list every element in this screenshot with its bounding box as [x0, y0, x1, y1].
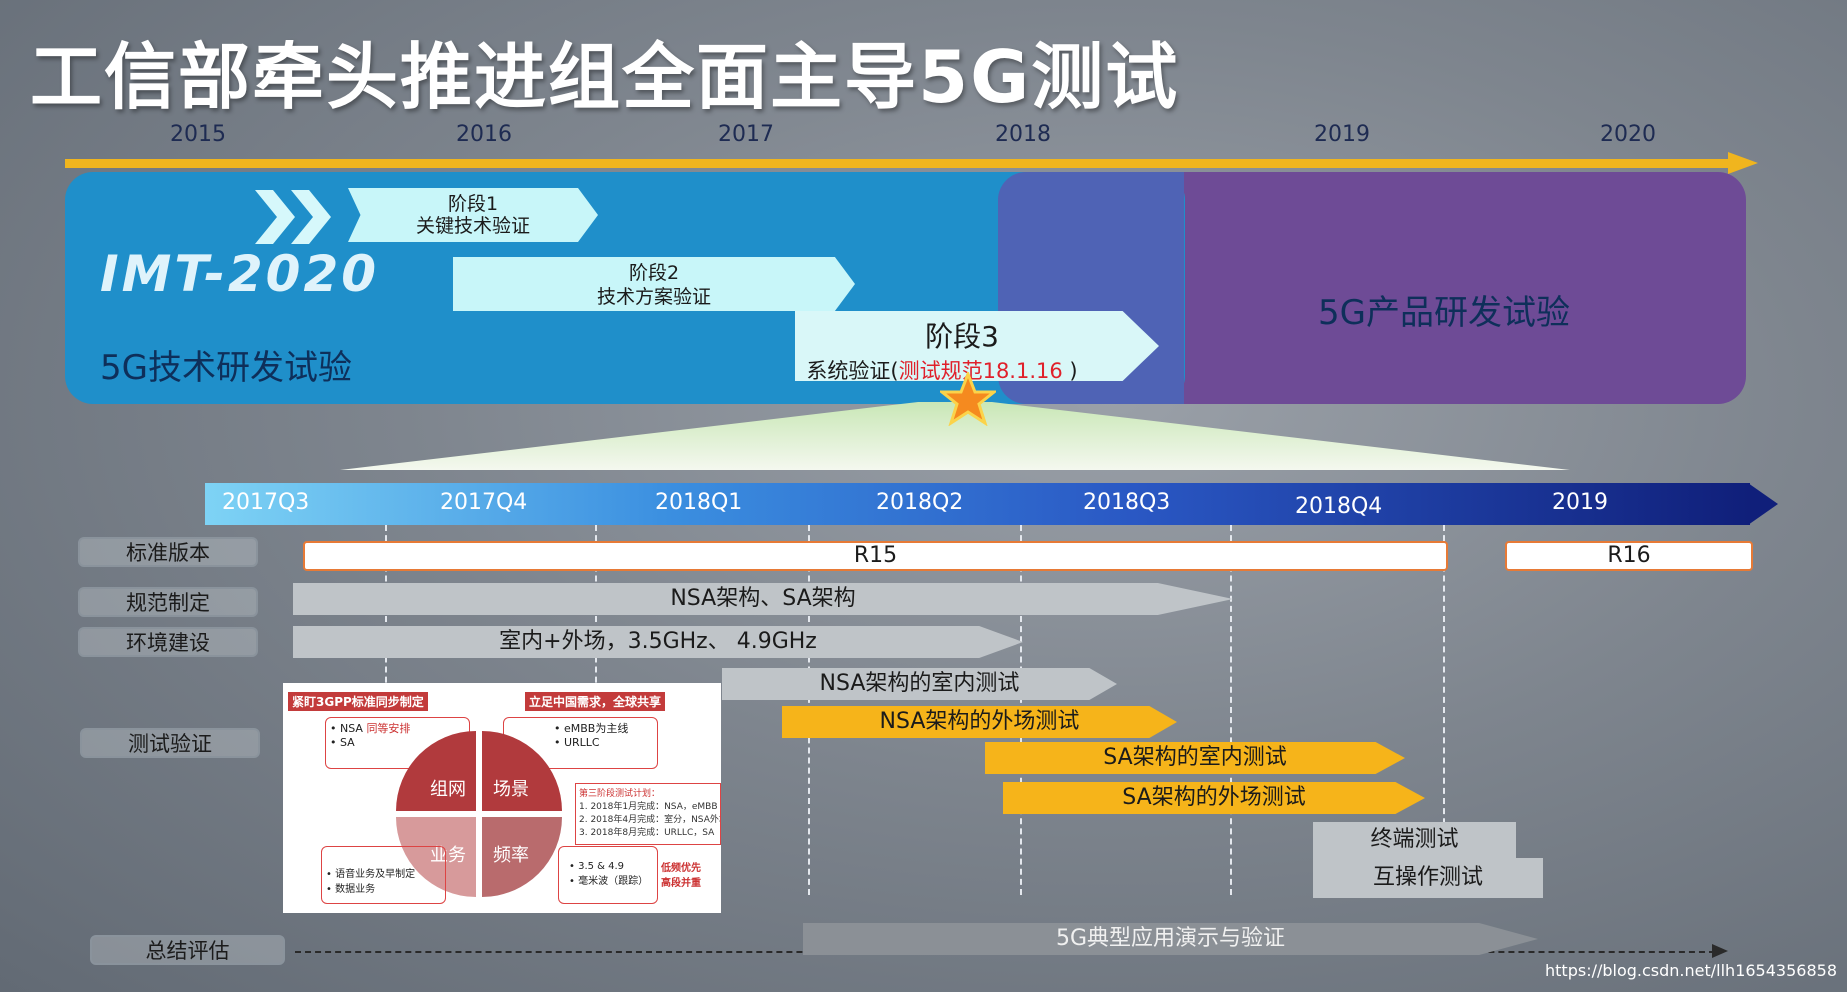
- inset-urllc: • URLLC: [554, 736, 600, 749]
- year-label: 2020: [1600, 122, 1656, 147]
- imt2020-logo: IMT-2020: [100, 245, 380, 303]
- row-label-standard: 标准版本: [78, 537, 258, 567]
- nsa-indoor-bar: NSA架构的室内测试: [722, 668, 1117, 700]
- demo-bar: 5G典型应用演示与验证: [803, 923, 1538, 955]
- inset-voice: • 语音业务及早制定: [326, 869, 416, 880]
- inset-mmwave: • 毫米波（跟踪）: [569, 876, 649, 887]
- inset-equal: 同等安排: [366, 722, 411, 735]
- stage2-title: 阶段2: [628, 262, 680, 284]
- year-label: 2016: [456, 122, 512, 147]
- inset-plan-1: 1. 2018年1月完成：NSA，eMBB: [579, 802, 718, 812]
- inset-freq-note: 低频优先 高段并重: [661, 859, 701, 889]
- r15-bar: R15: [303, 541, 1448, 571]
- year-label: 2015: [170, 122, 226, 147]
- inset-scenario-box: • eMBB为主线 • URLLC: [503, 717, 658, 769]
- summary-arrowhead: [1712, 944, 1728, 958]
- inset-35-49: • 3.5 & 4.9: [569, 861, 625, 872]
- quarter-label: 2018Q1: [655, 490, 743, 515]
- inset-plan-title: 第三阶段测试计划：: [579, 789, 661, 799]
- inset-plan-2: 2. 2018年4月完成：室分，NSA外场: [579, 815, 721, 825]
- inset-quadrant-pie: [396, 731, 562, 897]
- inset-plan-box: 第三阶段测试计划： 1. 2018年1月完成：NSA，eMBB 2. 2018年…: [575, 783, 721, 845]
- year-label: 2017: [718, 122, 774, 147]
- inset-frequency-box: • 3.5 & 4.9 • 毫米波（跟踪）: [558, 846, 658, 904]
- row-label-summary: 总结评估: [90, 935, 285, 965]
- sa-outdoor-bar: SA架构的外场测试: [1003, 782, 1425, 814]
- inset-q-service: 业务: [430, 845, 466, 866]
- nsa-outdoor-bar: NSA架构的外场测试: [782, 706, 1177, 738]
- quarter-label: 2017Q3: [222, 490, 310, 515]
- inset-plan-3: 3. 2018年8月完成：URLLC，SA: [579, 828, 715, 838]
- inset-data: • 数据业务: [326, 884, 376, 895]
- inset-sa: • SA: [330, 736, 355, 749]
- chevron-right-icon: [255, 190, 331, 244]
- quarter-label: 2019: [1552, 490, 1608, 515]
- stage3-subtitle: 系统验证(测试规范18.1.16 ): [795, 355, 1159, 383]
- product-rd-label: 5G产品研发试验: [1318, 293, 1570, 333]
- stage3-title: 阶段3: [925, 320, 999, 353]
- quarter-timeline: [205, 483, 1750, 525]
- stage3-spec-date: 测试规范18.1.16: [898, 359, 1063, 383]
- inset-high-equal: 高段并重: [661, 878, 701, 889]
- sa-indoor-bar: SA架构的室内测试: [985, 742, 1405, 774]
- inset-q-frequency: 频率: [493, 845, 529, 866]
- watermark: https://blog.csdn.net/llh1654356858: [1545, 961, 1837, 980]
- timeline-arrowhead: [1728, 152, 1758, 174]
- inset-header-left: 紧盯3GPP标准同步制定: [288, 692, 428, 711]
- row-label-test: 测试验证: [80, 728, 260, 758]
- quarter-label: 2018Q3: [1083, 490, 1171, 515]
- row-label-env: 环境建设: [78, 627, 258, 657]
- stage3-arrow: 阶段3 系统验证(测试规范18.1.16 ): [795, 311, 1159, 381]
- year-timeline: [65, 159, 1735, 168]
- inset-header-right: 立足中国需求，全球共享: [525, 692, 666, 711]
- page-title: 工信部牵头推进组全面主导5G测试: [30, 35, 1180, 119]
- stage1-title: 阶段1: [447, 193, 499, 215]
- inset-low-first: 低频优先: [661, 863, 701, 874]
- year-label: 2019: [1314, 122, 1370, 147]
- stage2-subtitle: 技术方案验证: [596, 286, 711, 308]
- quarter-divider: [1230, 525, 1232, 895]
- interop-test-bar: 互操作测试: [1313, 858, 1543, 898]
- quarter-arrowhead: [1748, 483, 1778, 525]
- quarter-label: 2018Q2: [876, 490, 964, 515]
- inset-service-box: • 语音业务及早制定 • 数据业务: [321, 846, 446, 904]
- inset-embb: • eMBB为主线: [554, 722, 629, 735]
- stage3-prefix: 系统验证(: [806, 359, 899, 383]
- stage1-arrow: 阶段1 关键技术验证: [348, 188, 598, 242]
- terminal-test-bar: 终端测试: [1313, 822, 1516, 858]
- quarter-label: 2017Q4: [440, 490, 528, 515]
- quarter-divider: [1443, 525, 1445, 895]
- inset-q-networking: 组网: [430, 779, 466, 800]
- star-icon: [940, 372, 996, 426]
- inset-q-scenario: 场景: [493, 779, 529, 800]
- year-label: 2018: [995, 122, 1051, 147]
- spec-bar: NSA架构、SA架构: [293, 583, 1233, 615]
- quarter-label: 2018Q4: [1295, 494, 1383, 519]
- r16-bar: R16: [1505, 541, 1753, 571]
- stage1-subtitle: 关键技术验证: [415, 215, 530, 237]
- row-label-spec: 规范制定: [78, 587, 258, 617]
- stage2-arrow: 阶段2 技术方案验证: [453, 257, 855, 311]
- inset-nsa: • NSA: [330, 722, 363, 735]
- env-bar: 室内+外场，3.5GHz、 4.9GHz: [293, 626, 1023, 658]
- stage3-suffix: ): [1062, 359, 1078, 383]
- test-plan-inset: 紧盯3GPP标准同步制定 立足中国需求，全球共享 • NSA 同等安排 • SA…: [283, 683, 721, 913]
- tech-rd-label: 5G技术研发试验: [100, 348, 352, 388]
